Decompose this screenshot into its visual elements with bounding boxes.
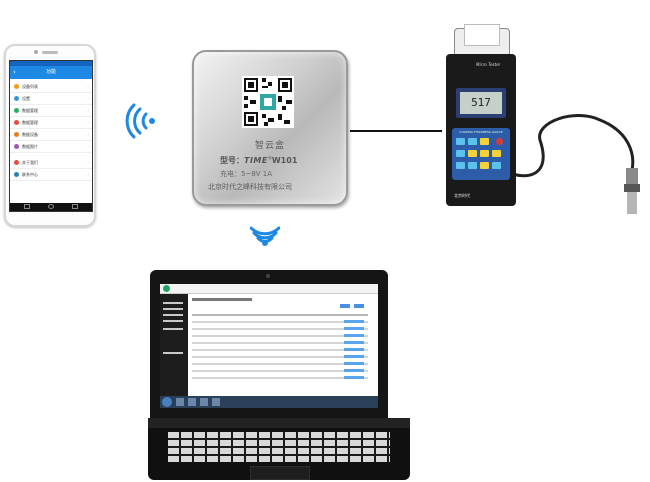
menu-item-icon: [14, 172, 19, 177]
phone-menu-item[interactable]: 联系中心 ›: [10, 169, 92, 181]
webcam-icon: [266, 274, 270, 278]
phone-menu-item[interactable]: 关于我们 ›: [10, 157, 92, 169]
taskbar-app-icon[interactable]: [200, 398, 208, 406]
phone-nav-bar: [10, 203, 92, 211]
laptop-deck: [148, 428, 410, 480]
chevron-right-icon: ›: [87, 132, 89, 137]
key-ok[interactable]: [480, 150, 489, 157]
phone-menu-item[interactable]: 数据管理 ›: [10, 105, 92, 117]
phone-camera: [34, 50, 38, 54]
back-arrow-icon[interactable]: ‹: [13, 68, 16, 76]
key-right[interactable]: [492, 150, 501, 157]
taskbar-app-icon[interactable]: [176, 398, 184, 406]
chevron-right-icon: ›: [87, 108, 89, 113]
app-sidebar: [160, 294, 188, 396]
lcd-frame: 517: [456, 88, 506, 118]
touchpad[interactable]: [250, 466, 310, 480]
model-label: 型号：TIME®W101: [220, 155, 298, 165]
menu-item-label: 数据管理: [22, 108, 38, 113]
key-2[interactable]: [468, 138, 477, 145]
menu-item-label: 数据图片: [22, 144, 38, 149]
phone-status-bar: [10, 61, 92, 66]
taskbar-app-icon[interactable]: [212, 398, 220, 406]
key-up[interactable]: [480, 138, 489, 145]
printer-paper: [464, 24, 500, 46]
app-header: [160, 284, 378, 294]
menu-item-label: 数据设备: [22, 132, 38, 137]
chevron-right-icon: ›: [87, 120, 89, 125]
app-main-table: [192, 298, 374, 396]
phone-menu-item[interactable]: 设置 ›: [10, 93, 92, 105]
chevron-right-icon: ›: [87, 96, 89, 101]
key-left[interactable]: [468, 150, 477, 157]
os-taskbar: [160, 396, 378, 408]
menu-item-icon: [14, 120, 19, 125]
lcd-reading: 517: [460, 92, 502, 114]
phone-menu-item[interactable]: 数据图片 ›: [10, 141, 92, 153]
model-prefix: 型号：: [220, 156, 244, 165]
start-button[interactable]: [162, 397, 172, 407]
laptop-screen: [160, 284, 378, 408]
model-number: W101: [271, 156, 298, 165]
key-4[interactable]: [456, 162, 465, 169]
chevron-right-icon: ›: [87, 84, 89, 89]
qr-code-icon: [242, 76, 294, 128]
menu-item-icon: [14, 144, 19, 149]
phone-menu: 设备列表 › 设置 › 数据管理 › 数据管理 › 数据设备 › 数据图片 › 关于我们 › 联系中心 ›: [10, 81, 92, 181]
cloud-box-device: 智云盒 型号：TIME®W101 充电：5~8V 1A 北京时代之峰科技有限公司: [192, 50, 348, 206]
laptop-lid: [150, 270, 388, 420]
gauge-keypad: COATING THICKNESS GAUGE: [452, 128, 510, 180]
key-3[interactable]: [456, 150, 465, 157]
device-title: 智云盒: [254, 141, 285, 151]
time-logo: TIME: [244, 156, 268, 165]
smartphone: 功能 ‹ 设备列表›设置›数据管理›数据管理›数据设备›数据图片›关于我们›联系…: [4, 44, 96, 227]
menu-item-label: 联系中心: [22, 172, 38, 177]
gauge-maker-logo: 北京时代: [454, 193, 470, 198]
laptop-hinge: [148, 418, 410, 428]
laptop-base: [148, 418, 410, 480]
menu-item-icon: [14, 160, 19, 165]
coating-thickness-gauge: Micro Tester 517 COATING THICKNESS GAUGE…: [446, 24, 516, 206]
menu-item-label: 数据管理: [22, 120, 38, 125]
keypad-label: COATING THICKNESS GAUGE: [459, 130, 503, 134]
menu-item-icon: [14, 132, 19, 137]
key-down[interactable]: [480, 162, 489, 169]
power-key[interactable]: [496, 138, 503, 145]
wireless-signal-down-icon: [250, 226, 280, 246]
menu-item-icon: [14, 96, 19, 101]
menu-item-label: 设置: [22, 96, 30, 101]
phone-menu-item[interactable]: 数据设备 ›: [10, 129, 92, 141]
chevron-right-icon: ›: [87, 160, 89, 165]
phone-menu-item[interactable]: 设备列表 ›: [10, 81, 92, 93]
wireless-signal-icon: [125, 103, 155, 139]
menu-item-icon: [14, 108, 19, 113]
chevron-right-icon: ›: [87, 144, 89, 149]
recent-apps-icon[interactable]: [72, 204, 78, 209]
key-6[interactable]: [492, 162, 501, 169]
phone-menu-item[interactable]: 数据管理 ›: [10, 117, 92, 129]
menu-item-icon: [14, 84, 19, 89]
taskbar-app-icon[interactable]: [188, 398, 196, 406]
app-logo-icon: [163, 285, 170, 292]
connection-line: [350, 130, 442, 132]
phone-speaker: [42, 51, 58, 54]
home-nav-icon[interactable]: [48, 204, 54, 209]
gauge-brand: Micro Tester: [476, 62, 501, 67]
power-label: 充电：5~8V 1A: [220, 170, 273, 178]
phone-screen: 功能 ‹ 设备列表›设置›数据管理›数据管理›数据设备›数据图片›关于我们›联系…: [9, 60, 93, 212]
keyboard: [168, 432, 390, 462]
key-1[interactable]: [456, 138, 465, 145]
menu-item-label: 关于我们: [22, 160, 38, 165]
phone-app-title: 功能: [10, 66, 92, 79]
key-5[interactable]: [468, 162, 477, 169]
back-nav-icon[interactable]: [24, 204, 30, 209]
chevron-right-icon: ›: [87, 172, 89, 177]
menu-item-label: 设备列表: [22, 84, 38, 89]
company-label: 北京时代之峰科技有限公司: [208, 183, 292, 191]
